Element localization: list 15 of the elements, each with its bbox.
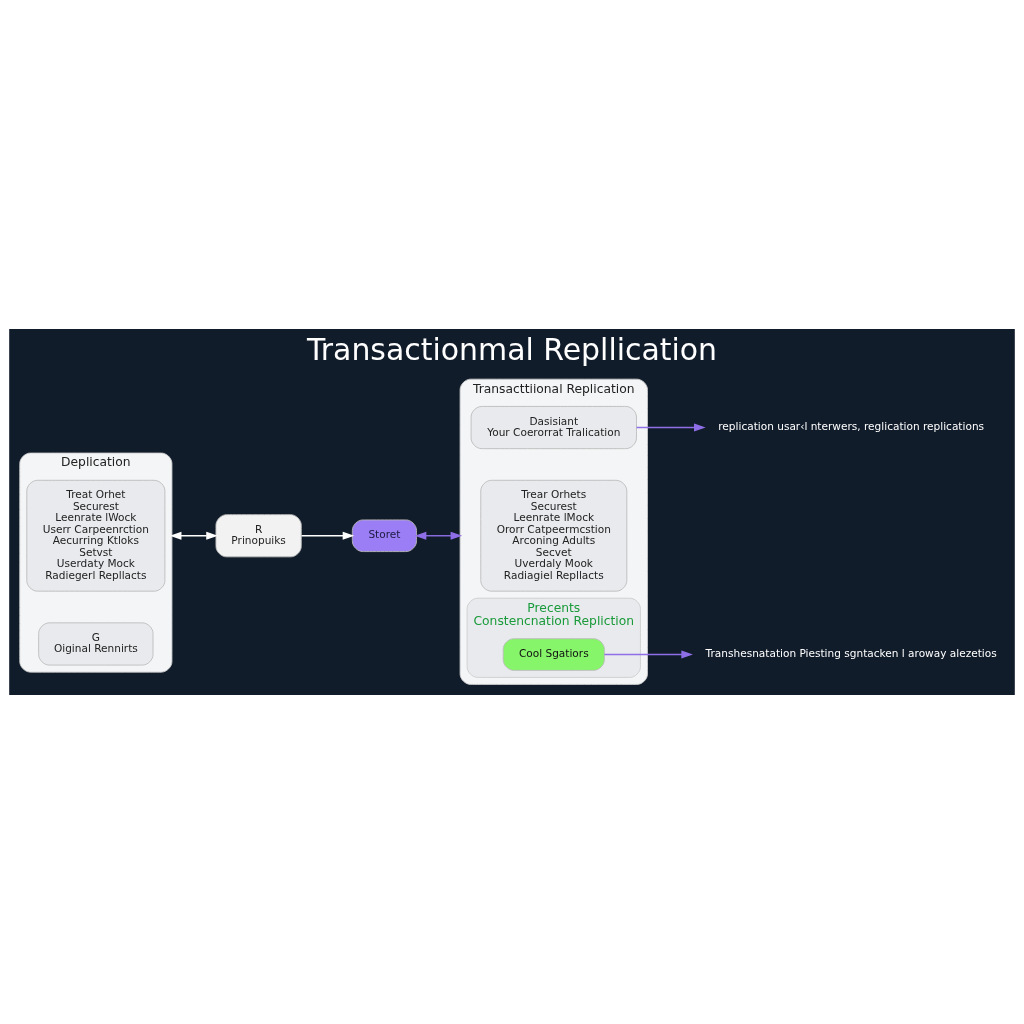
arrow	[635, 423, 706, 432]
arrow	[169, 531, 218, 540]
node-box: Cool Sgatiors	[502, 638, 605, 671]
arrow	[414, 531, 463, 540]
node-box: Dasisiant Your Coerorrat Tralication	[470, 406, 637, 450]
node-box: Storet	[351, 519, 417, 553]
diagram-title: Transactionmal Repllication	[306, 331, 718, 367]
node-box: R Prinopuiks	[215, 514, 302, 558]
node-box: Trear Orhets Securest Leenrate lMock Ororr Catpeermcstion Arconing Adults Secvet Uverdaly Mook Radiagiel Repllacts	[480, 479, 628, 592]
node-text: replication usar‹l nterwers, reglication replications	[718, 420, 985, 433]
node-box: Treat Orhet Securest Leenrate lWock Userr Carpeenrction Aecurring Ktloks Setvst Userdaty Mock Radiegerl Repllacts	[26, 479, 166, 592]
arrow	[300, 531, 355, 540]
node-box: G Oiginal Rennirts	[38, 622, 154, 666]
arrow	[603, 650, 693, 659]
node-text: Transhesnatation Piesting sgntacken l aroway alezetios	[705, 647, 997, 660]
